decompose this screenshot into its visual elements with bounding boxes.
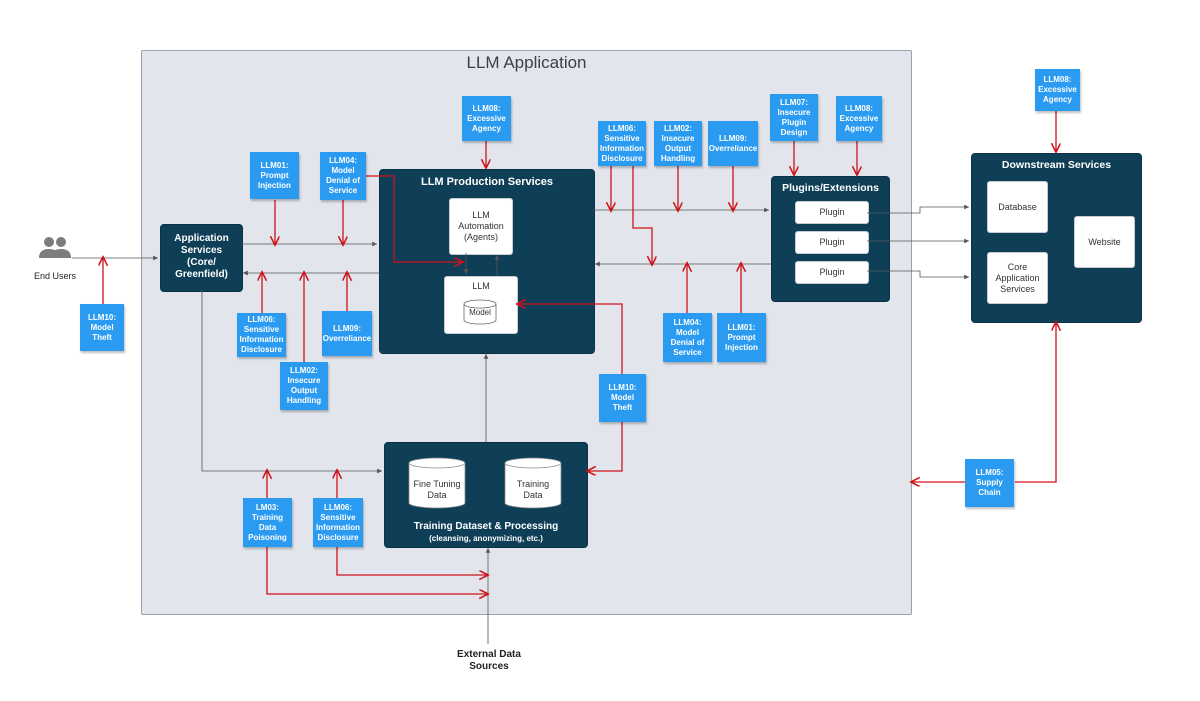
llm-automation-agents-box[interactable]: LLM Automation (Agents) (449, 198, 513, 255)
core-application-services-box[interactable]: Core Application Services (987, 252, 1048, 304)
threat-lm03-external (266, 547, 487, 594)
note-llm08-excessive-agency-prod[interactable]: LLM08: Excessive Agency (462, 96, 511, 141)
llm-production-title: LLM Production Services (420, 176, 554, 188)
note-llm07-plugin-design[interactable]: LLM07: Insecure Plugin Design (770, 94, 818, 141)
flow-app-to-training (201, 290, 382, 474)
plugin-3[interactable]: Plugin (795, 261, 869, 284)
note-llm10-model-theft-users[interactable]: LLM10: Model Theft (80, 304, 124, 351)
note-llm04-model-dos-app[interactable]: LLM04: Model Denial of Service (320, 152, 366, 200)
end-users-label: End Users (33, 271, 77, 281)
training-subtitle: (cleansing, anonymizing, etc.) (429, 534, 543, 543)
note-llm01-prompt-injection-plugin[interactable]: LLM01: Prompt Injection (717, 313, 766, 362)
database-box[interactable]: Database (987, 181, 1048, 233)
note-llm02-output-handling-app[interactable]: LLM02: Insecure Output Handling (280, 362, 328, 410)
threat-llm10-training (588, 422, 623, 471)
note-llm10-model-theft-model[interactable]: LLM10: Model Theft (599, 374, 646, 422)
note-llm05-supply-chain[interactable]: LLM05: Supply Chain (965, 459, 1014, 507)
note-llm06-disclosure-prod[interactable]: LLM06: Sensitive Information Disclosure (598, 121, 646, 166)
note-llm01-prompt-injection-app[interactable]: LLM01: Prompt Injection (250, 152, 299, 199)
note-llm02-output-handling-prod[interactable]: LLM02: Insecure Output Handling (654, 121, 702, 166)
downstream-title: Downstream Services (1001, 159, 1112, 171)
threat-llm06-external (336, 547, 487, 575)
threat-llm10-model (518, 304, 623, 374)
note-lm03-data-poisoning[interactable]: LM03: Training Data Poisoning (243, 498, 292, 547)
fine-tuning-data-cylinder[interactable] (408, 457, 466, 509)
threat-llm04-automation (366, 175, 462, 262)
model-label: Model (469, 308, 491, 317)
training-data-cylinder[interactable] (504, 457, 562, 509)
application-services-box[interactable]: Application Services (Core/ Greenfield) (160, 224, 243, 292)
note-llm08-excessive-agency-downstream[interactable]: LLM08: Excessive Agency (1035, 69, 1080, 111)
llm-label: LLM (472, 281, 490, 291)
note-llm09-overreliance-app[interactable]: LLM09: Overreliance (322, 311, 372, 356)
note-llm06-disclosure-app[interactable]: LLM06: Sensitive Information Disclosure (237, 313, 286, 357)
external-data-sources-label: External Data Sources (457, 649, 521, 672)
flow-plugin3-to-core (867, 270, 969, 280)
note-llm04-model-dos-plugin[interactable]: LLM04: Model Denial of Service (663, 313, 712, 362)
plugin-2[interactable]: Plugin (795, 231, 869, 254)
training-title: Training Dataset & Processing (413, 521, 559, 532)
plugin-1[interactable]: Plugin (795, 201, 869, 224)
flow-plugin1-to-database (867, 204, 969, 214)
plugins-title: Plugins/Extensions (782, 182, 879, 194)
note-llm08-excessive-agency-plugin[interactable]: LLM08: Excessive Agency (836, 96, 882, 141)
website-box[interactable]: Website (1074, 216, 1135, 268)
threat-llm05-downstream (1015, 323, 1056, 483)
note-llm06-disclosure-training[interactable]: LLM06: Sensitive Information Disclosure (313, 498, 363, 547)
end-users-icon (38, 236, 72, 260)
training-data-label: Training Data (516, 479, 550, 500)
note-llm09-overreliance-prod[interactable]: LLM09: Overreliance (708, 121, 758, 166)
region-title: LLM Application (466, 53, 587, 72)
model-database-icon (463, 299, 497, 325)
application-services-title: Application Services (Core/ Greenfield) (174, 233, 229, 280)
fine-tuning-data-label: Fine Tuning Data (413, 479, 461, 500)
threat-llm06-to-return (632, 166, 652, 264)
